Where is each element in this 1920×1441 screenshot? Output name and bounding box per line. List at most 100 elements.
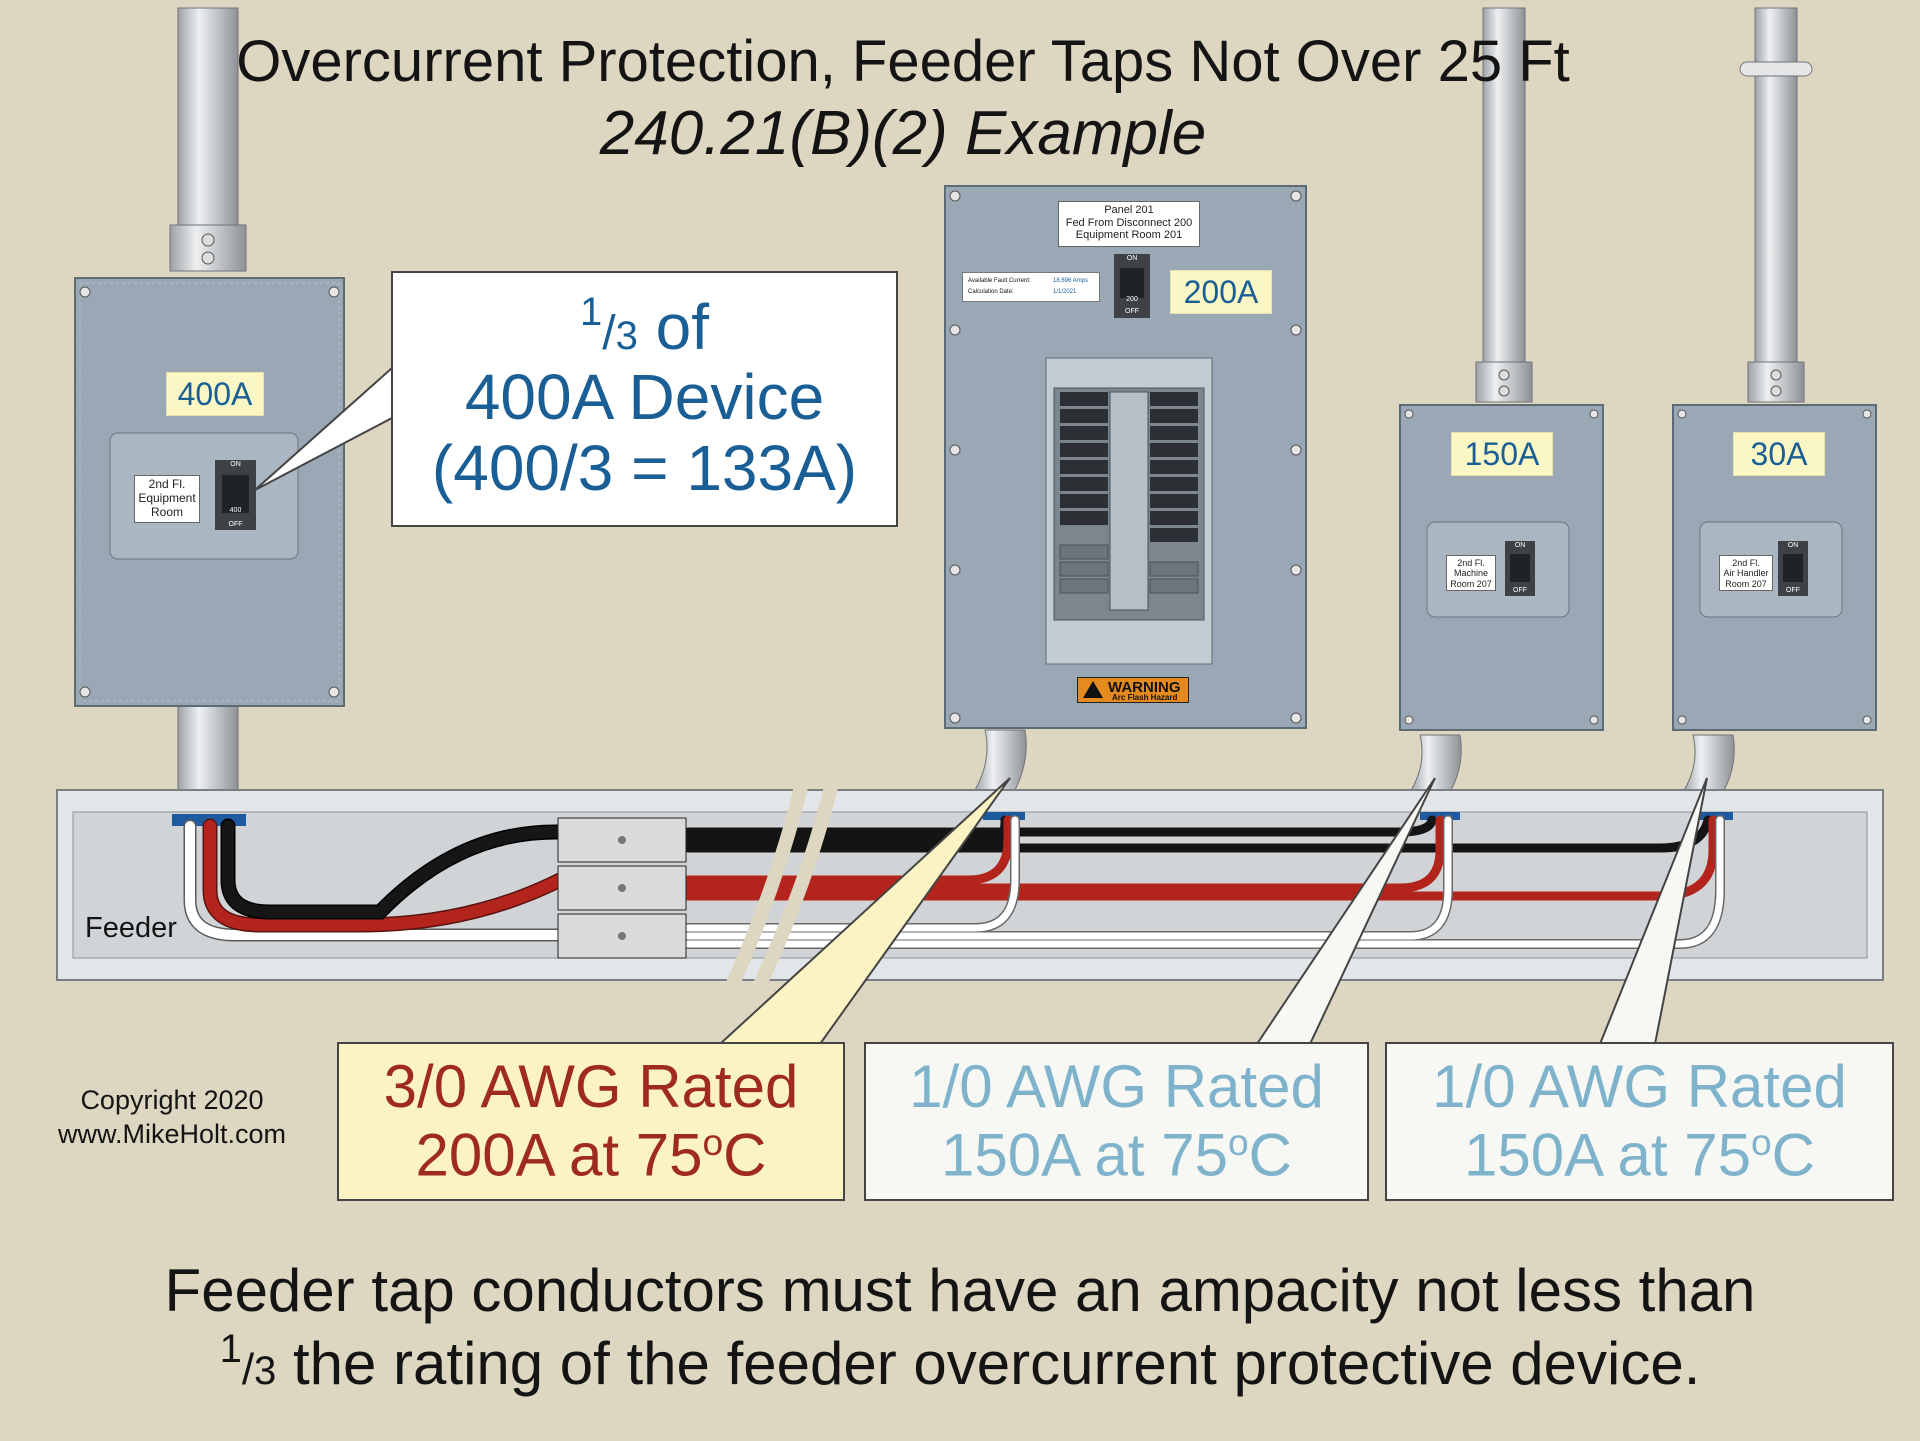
switch-toggle-150a (1510, 554, 1530, 582)
nameplate-line: Equipment Room 201 (1075, 229, 1183, 242)
copyright-notice: Copyright 2020 www.MikeHolt.com (22, 1083, 322, 1152)
break-line (748, 768, 842, 999)
screw (1290, 324, 1302, 336)
breaker (1060, 426, 1108, 440)
copyright-line1: Copyright 2020 (80, 1085, 264, 1115)
wire-box-line1: 3/0 AWG Rated (383, 1053, 799, 1121)
breaker (1150, 426, 1198, 440)
wire-box-line2-unit: C (1771, 1121, 1815, 1189)
conduit-400a-top (177, 7, 239, 229)
footer-caption: Feeder tap conductors must have an ampac… (0, 1256, 1920, 1399)
screw (1404, 715, 1414, 725)
nameplate-line: Room (150, 504, 183, 519)
panel-center-strip (1109, 391, 1149, 611)
switch-off-label-400a: OFF (228, 521, 243, 528)
conduits (169, 7, 1813, 793)
screw (949, 564, 961, 576)
nameplate-line: Air Handler (1723, 568, 1769, 579)
breaker (1060, 460, 1108, 474)
wire-box-line2-main: 200A at 75 (415, 1121, 703, 1189)
nameplate-line: Fed From Disconnect 200 (1065, 216, 1193, 229)
coupling-screw (1498, 385, 1510, 397)
screw (949, 190, 961, 202)
coupling-screw (201, 233, 215, 247)
nameplate-line: Room 207 (1725, 578, 1767, 589)
switch-off-label-150a: OFF (1513, 587, 1527, 594)
rating-label-30a: 30A (1733, 432, 1825, 476)
enclosure-400a-inner (79, 282, 340, 702)
screw (949, 712, 961, 724)
callout-line3: (400/3 = 133A) (431, 431, 858, 504)
breaker (1060, 511, 1108, 525)
switch-on-label-30a: ON (1787, 542, 1799, 549)
breaker (1150, 392, 1198, 406)
breaker (1150, 460, 1198, 474)
breaker-blank (1149, 561, 1199, 577)
title-line2: 240.21(B)(2) Example (599, 99, 1207, 168)
degree-mark: o (702, 1121, 724, 1164)
screw (1862, 409, 1872, 419)
screw (1589, 409, 1599, 419)
footer-line2-text: the rating of the feeder overcurrent pro… (276, 1330, 1701, 1398)
breaker (1150, 477, 1198, 491)
nameplate-line: Machine (1453, 568, 1489, 579)
nameplate-line: 2nd Fl. (148, 477, 186, 491)
switch-toggle-400a (222, 475, 249, 513)
nameplate-line: Room 207 (1450, 578, 1492, 589)
conduit-150a-top (1482, 7, 1526, 364)
wire-box-line1: 1/0 AWG Rated (1432, 1053, 1847, 1121)
nameplate-150a: 2nd Fl. Machine Room 207 (1446, 555, 1496, 591)
breaker (1150, 494, 1198, 508)
wire-box-1-0-awg-150a: 1/0 AWG Rated 150A at 75oC (865, 1043, 1368, 1200)
fault-current-key: Available Fault Current: (968, 278, 1031, 284)
footer-fraction-denominator: 3 (254, 1349, 277, 1394)
wire-box-3-0-awg: 3/0 AWG Rated 200A at 75oC (338, 1043, 844, 1200)
screw (1404, 409, 1414, 419)
callout-line2: 400A Device (464, 361, 825, 434)
breaker (1060, 494, 1108, 508)
breaker (1150, 443, 1198, 457)
wire-box-line2-main: 150A at 75 (1464, 1121, 1751, 1189)
warning-subtitle: Arc Flash Hazard (1112, 693, 1178, 702)
tap-connector-blocks (557, 817, 687, 959)
switch-off-label-30a: OFF (1786, 587, 1800, 594)
screw (1862, 715, 1872, 725)
breaker (1060, 443, 1108, 457)
warning-title: WARNING (1108, 679, 1181, 696)
screw (79, 686, 91, 698)
breaker (1060, 477, 1108, 491)
conduit-30a-strap (1739, 61, 1813, 77)
panel-main-value: 200 (1126, 296, 1138, 303)
coupling-screw (1498, 369, 1510, 381)
degree-mark: o (1750, 1121, 1772, 1164)
nameplate-line: 2nd Fl. (1457, 558, 1485, 568)
breaker-blank (1059, 561, 1109, 577)
feeder-label: Feeder (85, 912, 177, 944)
coupling-screw (201, 251, 215, 265)
screw (1290, 564, 1302, 576)
nameplate-400a: 2nd Fl. Equipment Room (134, 475, 200, 523)
rating-label-200a: 200A (1170, 270, 1272, 314)
warning-label: WARNING Arc Flash Hazard (1077, 677, 1189, 703)
breaker (1150, 511, 1198, 525)
tap-block-screw (618, 932, 626, 940)
footer-line1: Feeder tap conductors must have an ampac… (164, 1257, 1756, 1324)
wire-box-line1: 1/0 AWG Rated (909, 1053, 1324, 1121)
screw (79, 286, 91, 298)
coupling-screw (1770, 385, 1782, 397)
wire-box-150a-bg (864, 1042, 1369, 1201)
tap-block-black (557, 817, 687, 863)
callout-third-box (391, 271, 898, 527)
feeder-white-conductor (185, 821, 570, 940)
rating-label-150a: 150A (1451, 432, 1553, 476)
breaker-rows (1059, 392, 1199, 594)
callout-fraction-tail: of (637, 291, 709, 363)
wire-box-line2-unit: C (723, 1121, 767, 1189)
screw (949, 444, 961, 456)
copyright-line2: www.MikeHolt.com (57, 1119, 287, 1150)
switch-value-400a: 400 (229, 507, 242, 514)
degree-mark: o (1227, 1121, 1249, 1164)
screw (1589, 715, 1599, 725)
calc-date-key: Calculation Date: (968, 289, 1014, 295)
